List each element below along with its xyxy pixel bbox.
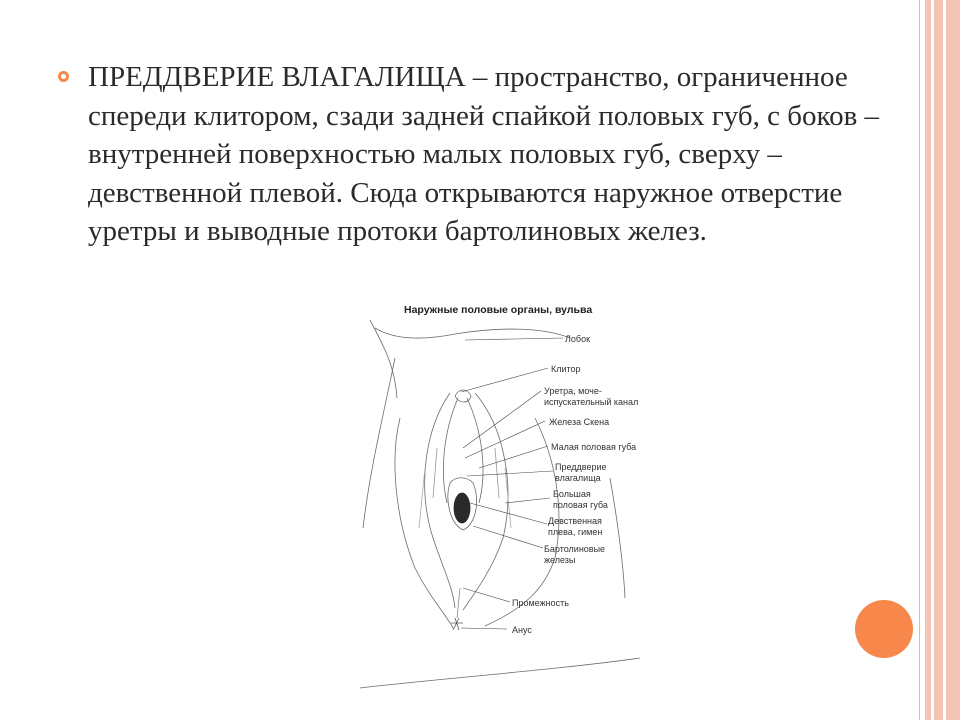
- decorative-orange-circle: [855, 600, 913, 658]
- frame-stripe-1: [925, 0, 931, 720]
- frame-stripe-2: [934, 0, 943, 720]
- label-devstv-line2: плева, гимен: [548, 527, 603, 537]
- label-lobok: Лобок: [565, 334, 591, 344]
- illustration-title: Наружные половые органы, вульва: [404, 304, 593, 316]
- bullet-text: ПРЕДДВЕРИЕ ВЛАГАЛИЩА – пространство, огр…: [88, 58, 918, 251]
- label-bartolin-line2: железы: [544, 555, 576, 565]
- heading-term: ПРЕДДВЕРИЕ ВЛАГАЛИЩА: [88, 61, 466, 93]
- vulva-illustration: Наружные половые органы, вульва: [355, 298, 655, 698]
- label-klitor: Клитор: [551, 364, 581, 374]
- label-skena: Железа Скена: [549, 417, 610, 427]
- label-bartolin-line1: Бартолиновые: [544, 544, 606, 554]
- label-devstv-line1: Девственная: [548, 516, 602, 526]
- label-malaya-guba: Малая половая губа: [551, 442, 637, 452]
- label-preddverie-line2: влагалища: [555, 473, 601, 483]
- bullet-circle-icon: [58, 71, 69, 82]
- frame-stripe-3: [946, 0, 960, 720]
- label-uretra-line1: Уретра, моче-: [544, 386, 602, 396]
- label-preddverie-line1: Преддверие: [555, 462, 607, 472]
- label-bolshaya-line2: половая губа: [553, 500, 608, 510]
- vulva-drawing: [359, 319, 641, 689]
- label-anus: Анус: [512, 625, 532, 635]
- label-promezhnost: Промежность: [512, 598, 569, 608]
- label-uretra-line2: испускательный канал: [544, 397, 639, 407]
- label-bolshaya-line1: Большая: [553, 489, 591, 499]
- definition-text: – пространство, ограниченное спереди кли…: [88, 61, 880, 247]
- frame-line-left: [919, 0, 920, 720]
